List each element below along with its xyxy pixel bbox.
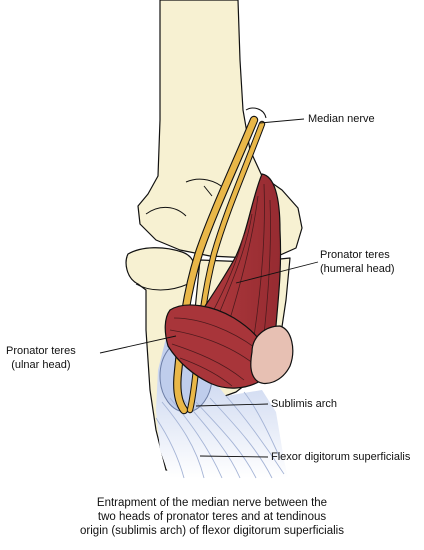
fds-tendon-fibers (155, 391, 285, 479)
label-sublimis-arch: Sublimis arch (271, 398, 338, 410)
median-nerve (173, 107, 267, 415)
radius-shaft-line (135, 283, 189, 291)
label-flexor-digitorum-superficialis: Flexor digitorum superficialis (271, 451, 411, 463)
label-pronator-teres-humeral-head: Pronator teres (humeral head) (320, 249, 395, 275)
pronator-teres-ulnar-head (164, 304, 267, 389)
label-median-nerve: Median nerve (308, 113, 375, 125)
label-pronator-teres-ulnar-head: Pronator teres (ulnar head) (6, 345, 76, 371)
ulnar-head-fibers (169, 317, 259, 387)
leader-lines (99, 118, 319, 458)
figure-caption: Entrapment of the median nerve between t… (80, 497, 344, 537)
pronator-teres-cut-end (250, 325, 294, 385)
